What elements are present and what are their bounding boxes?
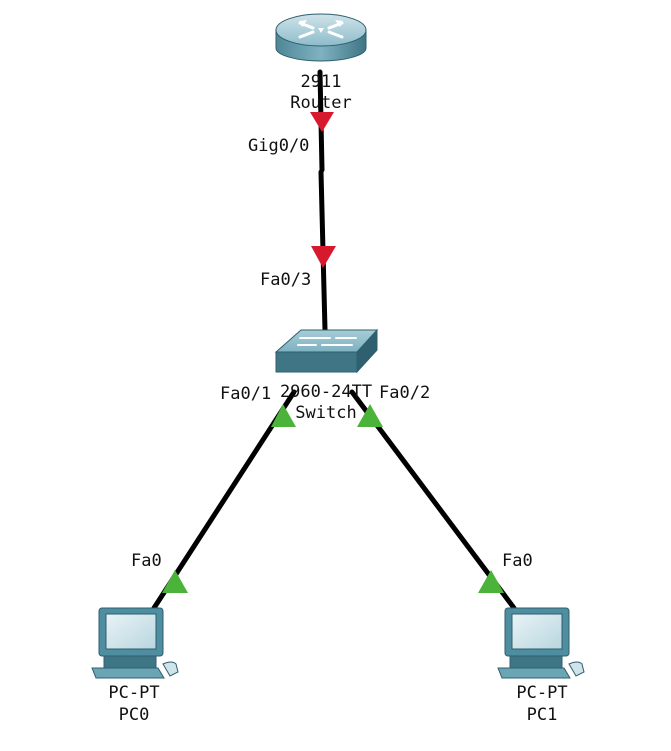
- cable-switch-pc1[interactable]: [349, 389, 517, 611]
- pc1-name-label: PC1: [527, 705, 558, 725]
- switch-name-label: Switch: [295, 403, 356, 423]
- cable-switch-pc0[interactable]: [151, 389, 297, 611]
- port-label-switch-fa0-3: Fa0/3: [260, 270, 311, 290]
- router-name-label: Router: [290, 93, 351, 113]
- port-label-router-gig0-0: Gig0/0: [248, 136, 309, 156]
- link-up-indicator-fa0-2: [357, 404, 383, 427]
- pc1-device[interactable]: PC-PT PC1: [497, 607, 585, 725]
- link-status-indicators: [162, 112, 504, 593]
- router-model-label: 2911: [301, 72, 342, 92]
- link-down-indicator-gig0-0: [310, 112, 334, 132]
- pc0-device[interactable]: PC-PT PC0: [91, 607, 179, 725]
- link-up-indicator-pc0-fa0: [162, 570, 188, 593]
- pc0-model-label: PC-PT: [108, 683, 159, 703]
- port-labels: Gig0/0 Fa0/3 Fa0/1 Fa0/2 Fa0 Fa0: [131, 136, 533, 571]
- port-label-pc1-fa0: Fa0: [502, 551, 533, 571]
- switch-device[interactable]: 2960-24TT Switch: [274, 328, 379, 423]
- link-up-indicator-pc1-fa0: [478, 570, 504, 593]
- switch-icon: [274, 328, 379, 374]
- link-up-indicator-fa0-1: [271, 404, 296, 427]
- pc0-name-label: PC0: [119, 705, 150, 725]
- pc1-model-label: PC-PT: [516, 683, 567, 703]
- port-label-switch-fa0-2: Fa0/2: [379, 383, 430, 403]
- port-label-switch-fa0-1: Fa0/1: [220, 384, 271, 404]
- pc-icon: [497, 607, 585, 679]
- pc-icon: [91, 607, 179, 679]
- link-down-indicator-fa0-3: [311, 246, 336, 268]
- router-device[interactable]: 2911 Router: [275, 13, 367, 113]
- port-label-pc0-fa0: Fa0: [131, 551, 162, 571]
- switch-model-label: 2960-24TT: [280, 382, 372, 402]
- router-icon: [275, 13, 367, 62]
